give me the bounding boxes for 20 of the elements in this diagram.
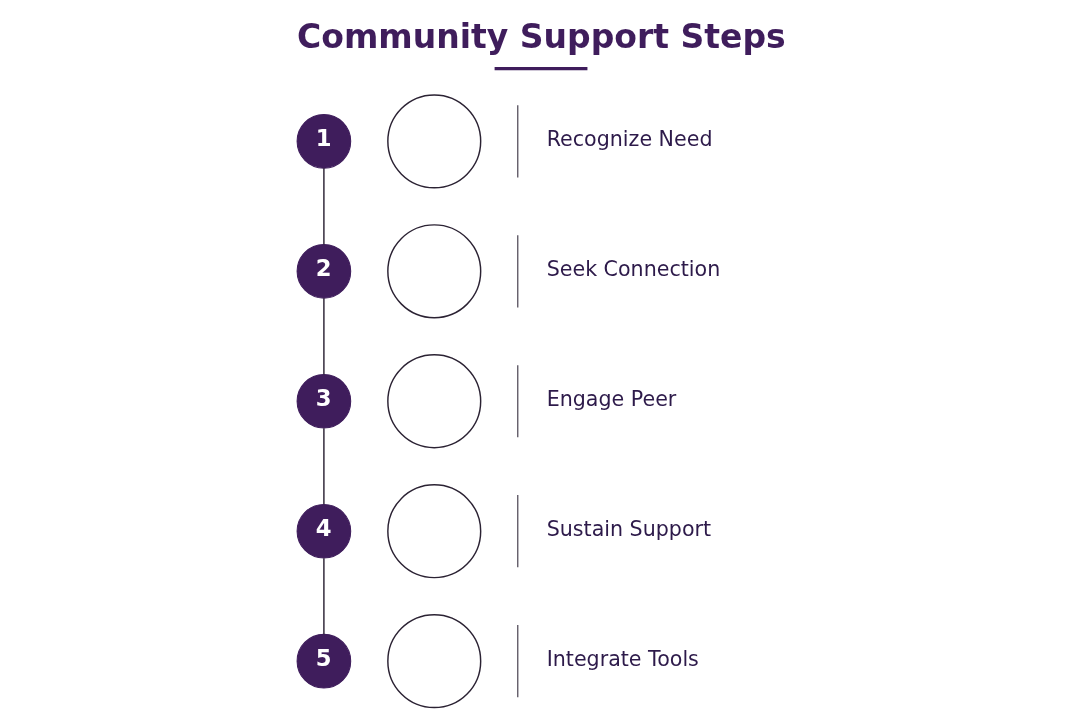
diagram-title: Community Support Steps [296,17,786,57]
node-label: Seek Connection [546,257,720,282]
node-circle: 1 [296,114,351,169]
node-circle: 5 [296,633,351,689]
node-circle: 3 [296,373,351,429]
node-circle [386,614,481,709]
node-circle [386,224,481,319]
node-circle: 4 [296,503,351,559]
connector [322,427,325,506]
connector [322,297,325,376]
node-label: Integrate Tools [546,647,699,672]
node-label: Sustain Support [546,517,711,542]
node-circle [386,354,481,449]
connector [322,167,325,246]
node-circle [386,94,481,189]
connector [322,557,325,635]
node-circle: 2 [296,243,351,299]
node-circle [386,484,481,579]
node-label: Engage Peer [546,387,676,412]
node-label: Recognize Need [546,127,712,152]
